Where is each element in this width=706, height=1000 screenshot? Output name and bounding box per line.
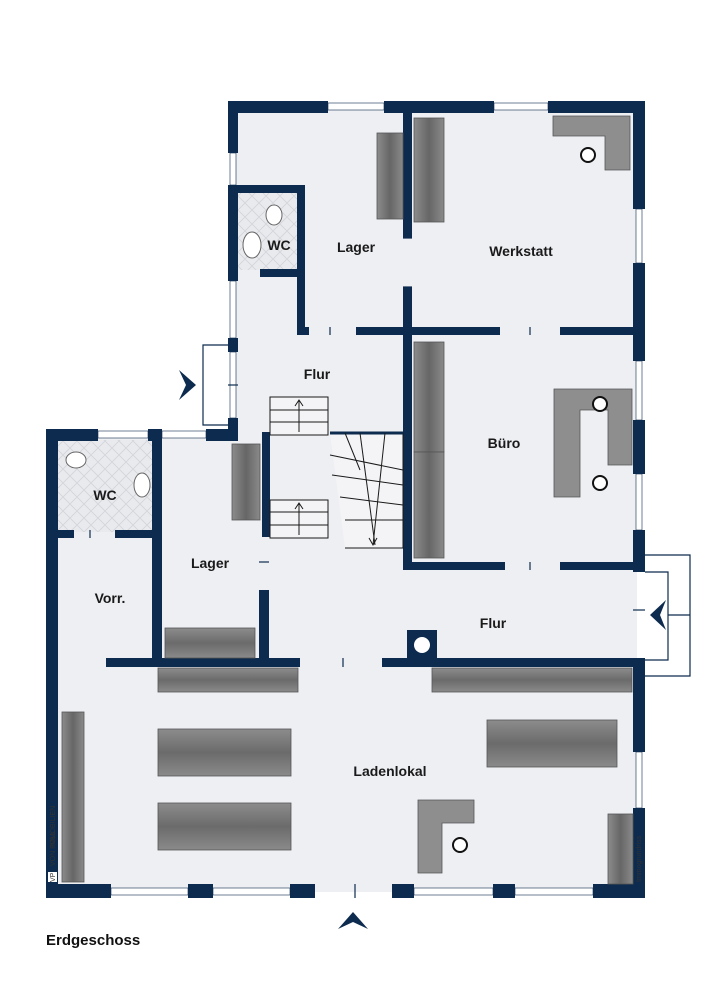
entrance-lines — [202, 344, 691, 677]
floor-title: Erdgeschoss — [46, 932, 141, 949]
room-label-werkstatt: Werkstatt — [489, 243, 553, 259]
desks — [417, 115, 633, 874]
entrance-arrow-icon — [338, 912, 368, 929]
room-label-wc-left: WC — [93, 487, 116, 503]
sink-icon — [133, 231, 262, 498]
room-label-lager-left: Lager — [191, 555, 230, 571]
toilet-icon — [65, 204, 283, 469]
room-label-flur-lower: Flur — [480, 615, 507, 631]
vonpoll-logo: VP VON POLL IMMOBILIEN — [48, 806, 57, 882]
shelves — [61, 117, 634, 885]
room-label-ladenlokal: Ladenlokal — [353, 763, 426, 779]
room-label-vorr: Vorr. — [95, 590, 126, 606]
credit-text: Immogrundriss — [636, 835, 643, 882]
door-markers — [89, 237, 645, 898]
entrance-arrow-icon — [179, 370, 196, 400]
room-label-lager-top: Lager — [337, 239, 376, 255]
entrance-arrows — [179, 370, 666, 929]
room-label-buero: Büro — [488, 435, 521, 451]
logo-brand: VON POLL — [50, 831, 57, 866]
office-chair-icon — [452, 147, 608, 853]
logo-sub: IMMOBILIEN — [50, 806, 57, 847]
chimney-icon — [414, 637, 430, 653]
logo-initials: VP — [50, 872, 57, 882]
walls — [46, 101, 645, 898]
room-label-wc-top: WC — [267, 237, 290, 253]
entrance-arrow-icon — [650, 600, 666, 630]
room-label-flur-upper: Flur — [304, 366, 331, 382]
windows — [97, 102, 643, 896]
staircase — [269, 396, 404, 549]
